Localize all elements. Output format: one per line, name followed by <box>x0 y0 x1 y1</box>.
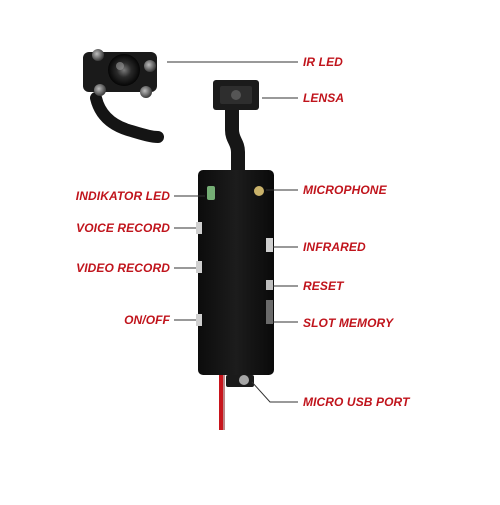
label-slot-memory: SLOT MEMORY <box>303 316 394 330</box>
voice-record-button <box>196 222 202 234</box>
reset-button <box>266 280 273 290</box>
label-lensa: LENSA <box>303 91 345 105</box>
microphone-hole <box>254 186 264 196</box>
main-board-body <box>198 170 274 375</box>
ir-camera-lens-glint <box>116 62 124 70</box>
label-video-record: VIDEO RECORD <box>76 261 170 275</box>
ir-camera-lens <box>108 54 140 86</box>
label-reset: RESET <box>303 279 344 293</box>
label-on-off: ON/OFF <box>124 313 170 327</box>
lens-module-lens <box>231 90 241 100</box>
ir-led-bottom-right <box>140 86 152 98</box>
ir-led-top-left <box>92 49 104 61</box>
ir-led-bottom-left <box>94 84 106 96</box>
on-off-switch <box>196 314 202 326</box>
video-record-button <box>196 261 202 273</box>
label-infrared: INFRARED <box>303 240 366 254</box>
infrared-switch <box>266 238 273 252</box>
indikator-led-light <box>207 186 215 200</box>
memory-card-slot <box>266 300 273 324</box>
ir-camera-cable <box>90 92 164 143</box>
label-voice-record: VOICE RECORD <box>76 221 170 235</box>
label-ir-led: IR LED <box>303 55 343 69</box>
leader-micro-usb-port <box>251 381 298 403</box>
label-microphone: MICROPHONE <box>303 183 387 197</box>
lens-module <box>213 80 259 170</box>
label-micro-usb-port: MICRO USB PORT <box>303 395 410 409</box>
usb-port-ring <box>239 375 249 385</box>
leader-lines <box>167 61 298 403</box>
label-indikator-led: INDIKATOR LED <box>75 189 170 203</box>
main-board <box>196 170 274 387</box>
ir-camera-head <box>83 49 164 143</box>
ir-led-top-right <box>144 60 156 72</box>
flex-ribbon-cable <box>225 110 245 170</box>
